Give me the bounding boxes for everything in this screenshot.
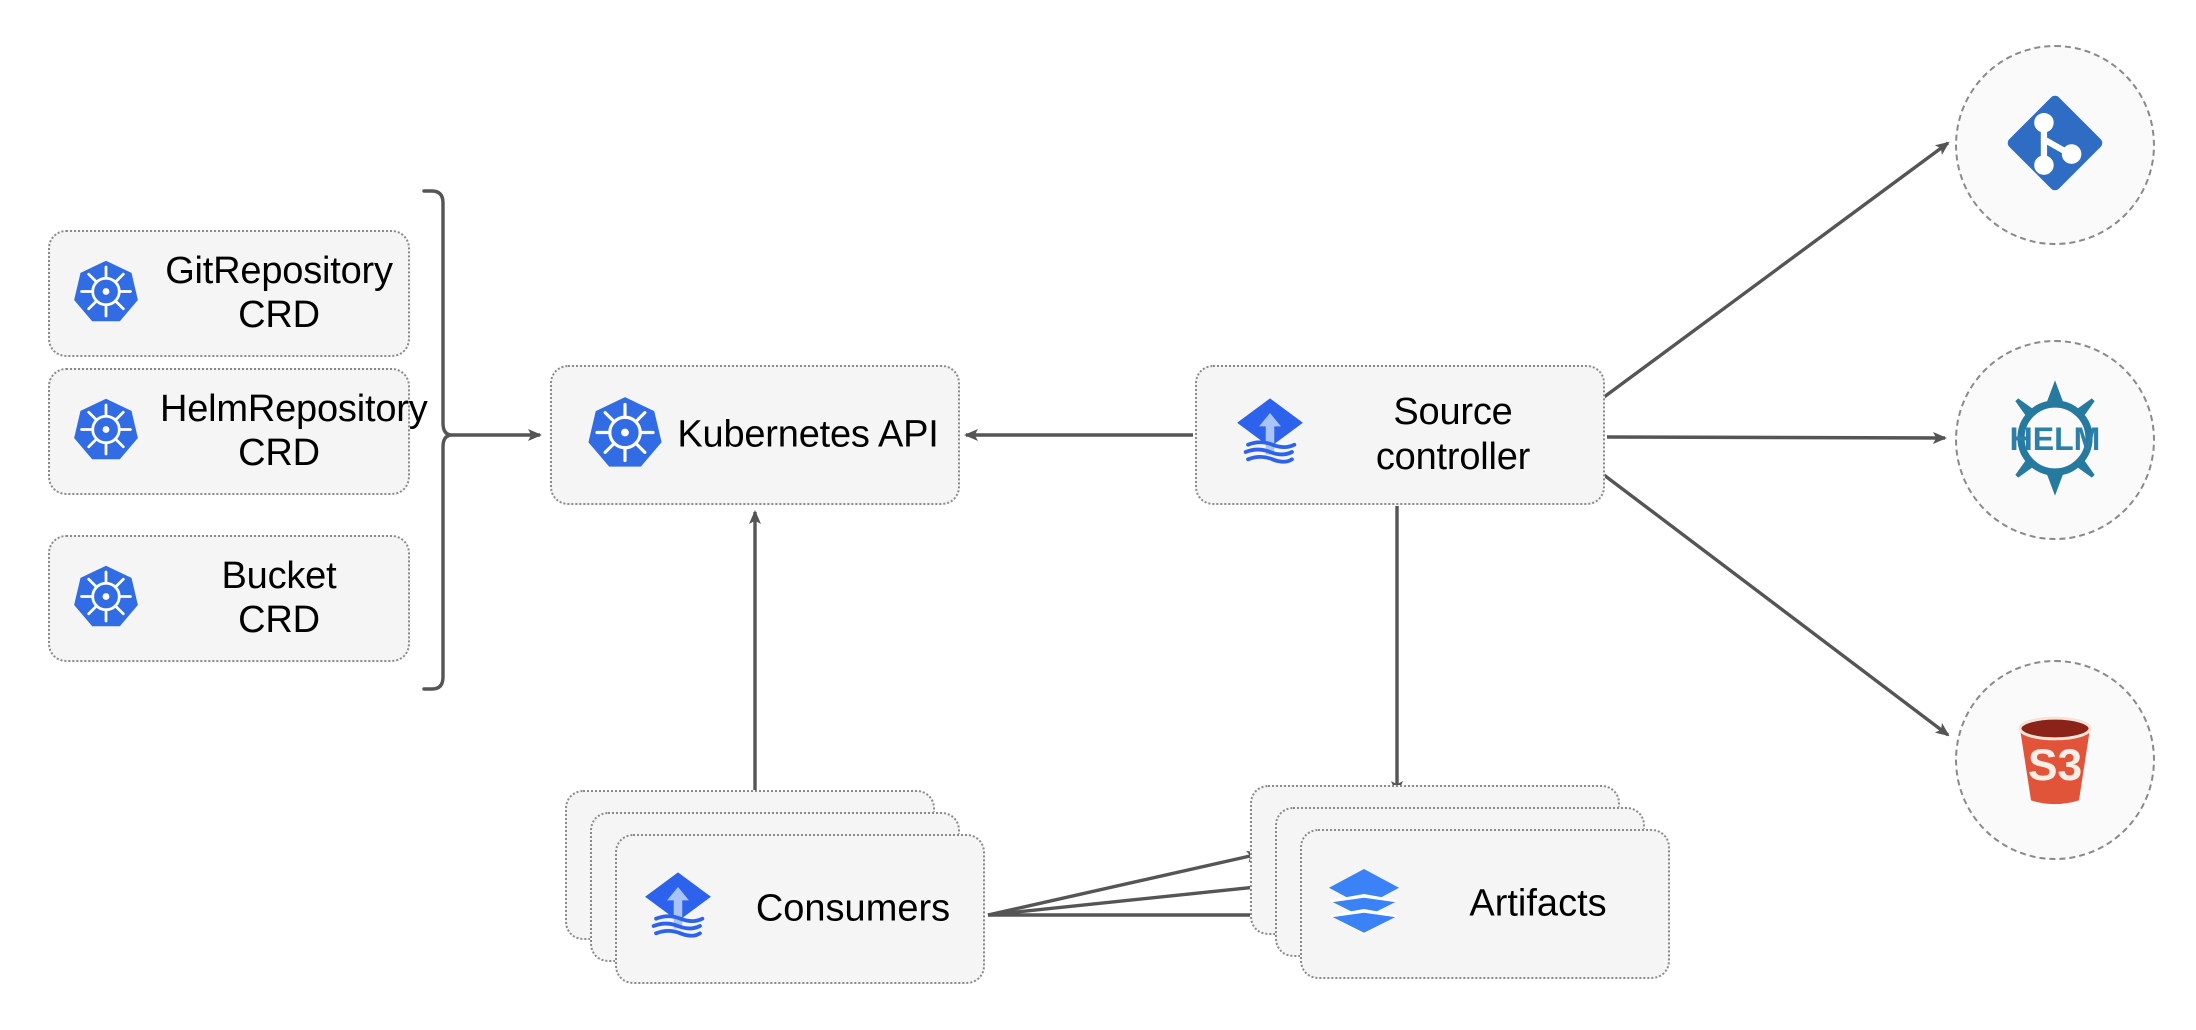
layers-icon — [1324, 862, 1404, 947]
flux-icon — [639, 868, 717, 951]
kubernetes-api-label: Kubernetes API — [677, 413, 939, 456]
kubernetes-icon — [72, 395, 140, 468]
kubernetes-icon — [72, 257, 140, 330]
s3-backend-node[interactable]: S3 — [1955, 660, 2155, 860]
git-icon — [1996, 84, 2114, 207]
consumers-stack-sheet-front[interactable]: Consumers — [615, 834, 985, 984]
kubernetes-api-node[interactable]: Kubernetes API — [550, 365, 960, 505]
helm-backend-node[interactable]: HELM — [1955, 340, 2155, 540]
git-backend-node[interactable] — [1955, 45, 2155, 245]
crd-card-label: Bucket CRD — [221, 554, 337, 642]
edge-source-to-git — [1598, 141, 1950, 402]
kubernetes-icon — [586, 394, 664, 477]
kubernetes-icon — [72, 562, 140, 635]
edge-source-to-s3 — [1598, 470, 1950, 737]
helm-wordmark: HELM — [2010, 421, 2101, 457]
consumers-label: Consumers — [755, 887, 951, 930]
s3-wordmark: S3 — [2028, 741, 2082, 790]
edge-consumers-to-artifacts-1 — [987, 850, 1261, 917]
artifacts-label: Artifacts — [1469, 882, 1607, 925]
flux-icon — [1231, 394, 1309, 477]
s3-bucket-icon: S3 — [1996, 699, 2114, 822]
crd-card-label: HelmRepository CRD — [160, 387, 428, 475]
crd-card-bucket[interactable]: Bucket CRD — [48, 535, 410, 662]
artifacts-stack-sheet-front[interactable]: Artifacts — [1300, 829, 1670, 979]
crd-card-label: GitRepository CRD — [165, 249, 393, 337]
crd-card-gitrepository[interactable]: GitRepository CRD — [48, 230, 410, 357]
edge-consumers-to-artifacts-2 — [987, 879, 1287, 917]
edge-source-to-helm — [1606, 431, 1947, 444]
source-controller-label: Source controller — [1375, 391, 1531, 478]
source-controller-node[interactable]: Source controller — [1195, 365, 1605, 505]
crd-group-bracket — [422, 189, 453, 691]
crd-card-helmrepository[interactable]: HelmRepository CRD — [48, 368, 428, 495]
helm-icon: HELM — [1991, 374, 2119, 507]
